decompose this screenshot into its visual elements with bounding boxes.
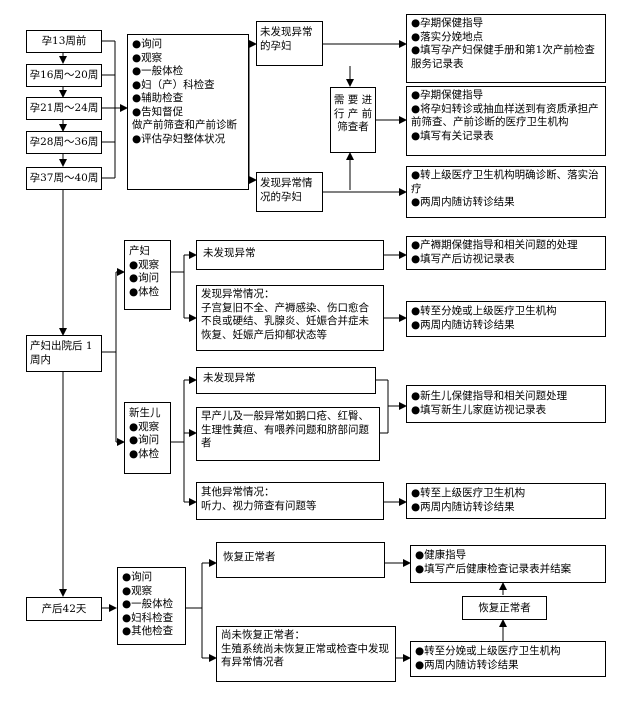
mother-normal-box: 未发现异常 <box>196 240 384 270</box>
newborn-normal-box: 未发现异常 <box>196 367 376 394</box>
no-abnormal-box: 未发现异常 的孕妇 <box>256 21 323 66</box>
recovered-box: 恢复正常者 <box>216 542 385 578</box>
mother-abnormal-action-box: ●转至分娩或上级医疗卫生机构 ●两周内随访转诊结果 <box>406 301 606 337</box>
newborn-box: 新生儿 ●观察 ●询问 ●体检 <box>124 402 171 474</box>
newborn-other-box: 其他异常情况： 听力、视力筛查有问题等 <box>196 482 384 520</box>
stage-box-28-36w: 孕28周～36周 <box>26 131 102 154</box>
abnormal-box: 发现异常情 况的孕妇 <box>256 172 323 212</box>
newborn-issue-box: 早产儿及一般异常如鹅口疮、红臀、生理性黄疸、有喂养问题和脐部问题者 <box>196 407 380 461</box>
stage-box-37-40w: 孕37周～40周 <box>26 167 102 190</box>
checks-42days-box: ●询问 ●观察 ●一般体检 ●妇科检查 ●其他检查 <box>117 567 186 645</box>
prenatal-checks-box: ●询问 ●观察 ●一般体检 ●妇（产）科检查 ●辅助检查 ●告知督促 做产前筛查… <box>127 34 249 190</box>
need-screening-box: 需 要 进 行 产 前 筛查者 <box>330 87 376 153</box>
stage-box-21-24w: 孕21周～24周 <box>26 97 102 120</box>
mother-normal-action-box: ●产褥期保健指导和相关问题的处理 ●填写产后访视记录表 <box>406 236 606 270</box>
recovered-action-box: ●健康指导 ●填写产后健康检查记录表并结案 <box>410 545 606 583</box>
not-recovered-box: 尚未恢复正常者： 生殖系统尚未恢复正常或检查中发现有异常情况者 <box>216 626 396 682</box>
stage-box-13w: 孕13周前 <box>26 30 102 53</box>
postpartum-1week-box: 产妇出院后 1周内 <box>26 335 102 372</box>
newborn-action-box: ●新生儿保健指导和相关问题处理 ●填写新生儿家庭访视记录表 <box>406 385 606 423</box>
guide-b-box: ●孕期保健指导 ●将孕妇转诊或抽血样送到有资质承担产前筛查、产前诊断的医疗卫生机… <box>406 86 606 156</box>
guide-a-box: ●孕期保健指导 ●落实分娩地点 ●填写孕产妇保健手册和第1次产前检查服务记录表 <box>406 14 606 83</box>
postpartum-42days-box: 产后42天 <box>26 597 102 621</box>
stage-box-16-20w: 孕16周～20周 <box>26 64 102 87</box>
guide-c-box: ●转上级医疗卫生机构明确诊断、落实治疗 ●两周内随访转诊结果 <box>406 166 606 218</box>
mother-box: 产妇 ●观察 ●询问 ●体检 <box>124 240 171 310</box>
recovered-label-box: 恢复正常者 <box>462 596 547 620</box>
mother-abnormal-box: 发现异常情况： 子宫复旧不全、产褥感染、伤口愈合不良或硬结、乳腺炎、妊娠合并症未… <box>196 285 384 351</box>
not-recovered-action-box: ●转至分娩或上级医疗卫生机构 ●两周内随访转诊结果 <box>410 641 606 677</box>
newborn-other-action-box: ●转至上级医疗卫生机构 ●两周内随访转诊结果 <box>406 483 606 519</box>
